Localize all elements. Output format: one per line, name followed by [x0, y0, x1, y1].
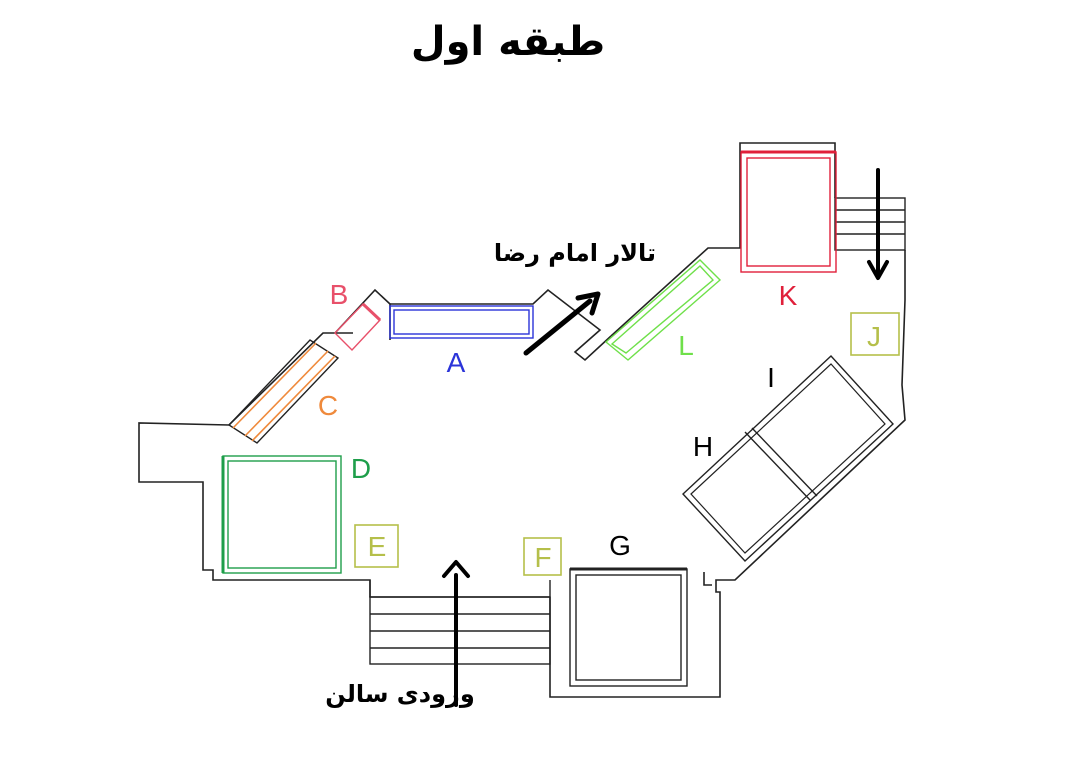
top-wall: [390, 288, 612, 362]
right-wall: [549, 250, 906, 698]
entrance-label: ورودی سالن: [325, 680, 475, 708]
booth-g-label: G: [609, 530, 631, 561]
booth-e[interactable]: E: [354, 524, 399, 568]
booth-b[interactable]: B: [330, 279, 382, 352]
booth-e-label: E: [368, 531, 387, 562]
booth-k[interactable]: K: [740, 150, 837, 311]
booth-l-label: L: [678, 330, 694, 361]
booth-f[interactable]: F: [523, 537, 562, 576]
booth-g[interactable]: G: [569, 530, 688, 687]
hall-label: تالار امام رضا: [494, 239, 656, 267]
booth-a-label: A: [447, 347, 466, 378]
booth-c[interactable]: C: [227, 339, 340, 444]
staircase-entrance: [369, 580, 551, 665]
arrow-to-hall: [523, 291, 601, 356]
booth-h[interactable]: H: [693, 431, 713, 462]
booth-d[interactable]: D: [221, 453, 371, 574]
booth-h-i: [682, 355, 894, 562]
arrow-entrance: [442, 560, 470, 707]
booth-i-label: I: [767, 362, 775, 393]
booth-a[interactable]: A: [389, 305, 534, 378]
staircase-right: [834, 197, 906, 251]
booth-f-label: F: [534, 542, 551, 573]
booth-h-label: H: [693, 431, 713, 462]
page-title: طبقه اول: [411, 19, 605, 65]
booth-d-label: D: [351, 453, 371, 484]
booth-j-label: J: [867, 321, 881, 352]
lower-notch-wall: [703, 572, 712, 586]
left-wall: [138, 332, 550, 598]
booth-b-label: B: [330, 279, 349, 310]
booth-i[interactable]: I: [767, 362, 775, 393]
booth-c-label: C: [318, 390, 338, 421]
booth-k-label: K: [779, 280, 798, 311]
booth-l[interactable]: L: [604, 259, 722, 361]
booth-j[interactable]: J: [850, 312, 900, 356]
arrow-down-stairs: [867, 168, 889, 280]
